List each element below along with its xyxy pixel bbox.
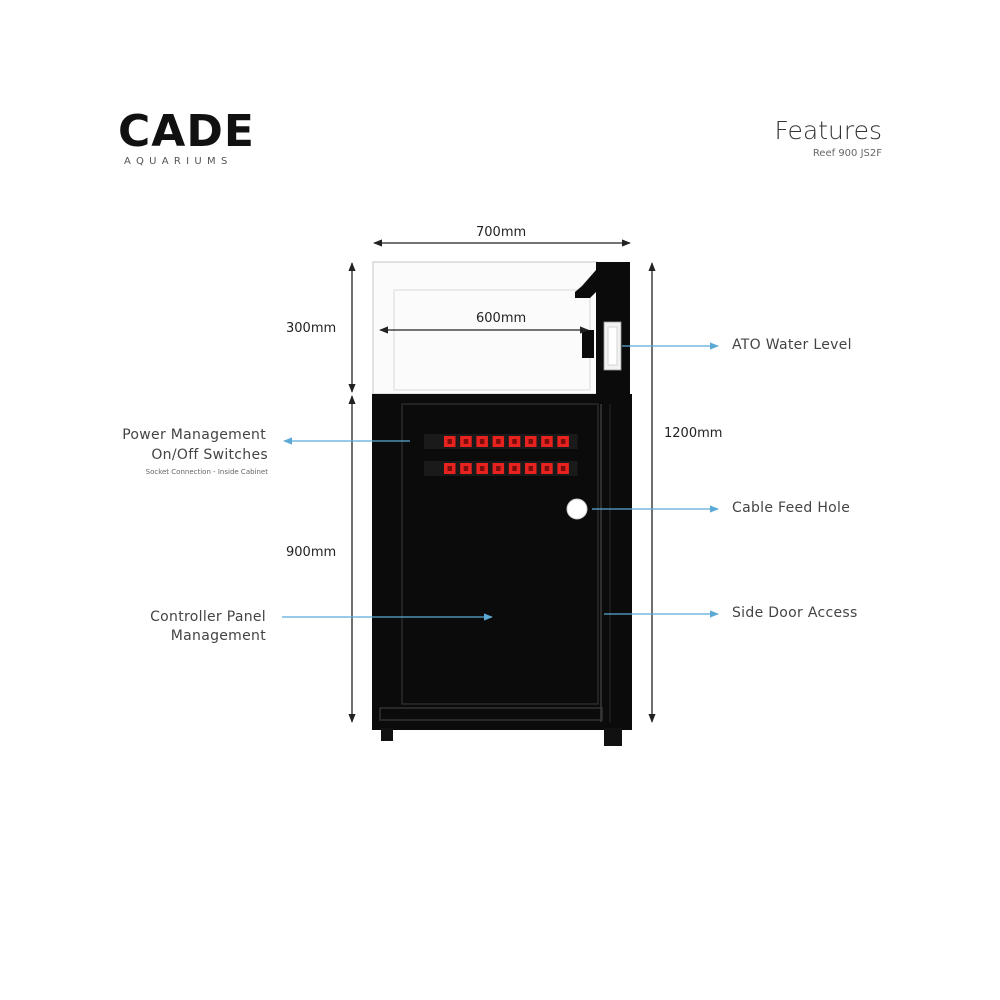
power-switch-rocker [447, 439, 452, 444]
power-switch-rocker [528, 439, 533, 444]
overflow-tower [575, 262, 630, 396]
power-switch-rocker [463, 466, 469, 471]
dim-label-total-height: 1200mm [664, 426, 723, 441]
dimension-lines [348, 239, 656, 723]
dim-label-width-inner: 600mm [476, 311, 527, 326]
page-title: Features [774, 116, 883, 145]
power-switch-rocker [512, 439, 517, 444]
label-ato-water-level: ATO Water Level [732, 337, 852, 353]
label-cable-feed-hole: Cable Feed Hole [732, 500, 851, 516]
model-name: Reef 900 JS2F [812, 148, 882, 159]
power-switch-panel [424, 434, 578, 476]
dim-label-cabinet-height: 900mm [286, 545, 337, 560]
dim-label-width-total: 700mm [476, 225, 527, 240]
callout-lines [282, 342, 719, 621]
power-switch-rocker [463, 439, 469, 444]
cabinet [372, 394, 632, 746]
label-on-off-switches: On/Off Switches [151, 447, 268, 463]
power-switch-rocker [447, 466, 452, 471]
power-switch-rocker [479, 439, 485, 444]
cable-feed-hole [566, 498, 588, 520]
power-switch-rocker [496, 439, 501, 444]
power-switch-rocker [479, 466, 485, 471]
cabinet-foot-left [381, 728, 393, 741]
label-controller-management: Management [170, 628, 266, 644]
cabinet-foot-right [604, 728, 622, 746]
label-socket-note: Socket Connection - Inside Cabinet [145, 468, 268, 476]
power-switch-rocker [560, 466, 566, 471]
power-switch-rocker [544, 439, 550, 444]
power-switch-rocker [528, 466, 533, 471]
label-controller-panel: Controller Panel [150, 609, 266, 625]
brand-logo-subtext: AQUARIUMS [124, 156, 233, 167]
power-switch-rocker [560, 439, 566, 444]
power-switch-rocker [496, 466, 501, 471]
brand-logo: CADE [118, 106, 255, 157]
label-side-door-access: Side Door Access [732, 605, 858, 621]
label-power-management: Power Management [122, 427, 266, 443]
glass-tank [372, 261, 598, 395]
dim-label-tank-height: 300mm [286, 321, 337, 336]
power-switch-rocker [544, 466, 550, 471]
power-switch-rocker [512, 466, 517, 471]
